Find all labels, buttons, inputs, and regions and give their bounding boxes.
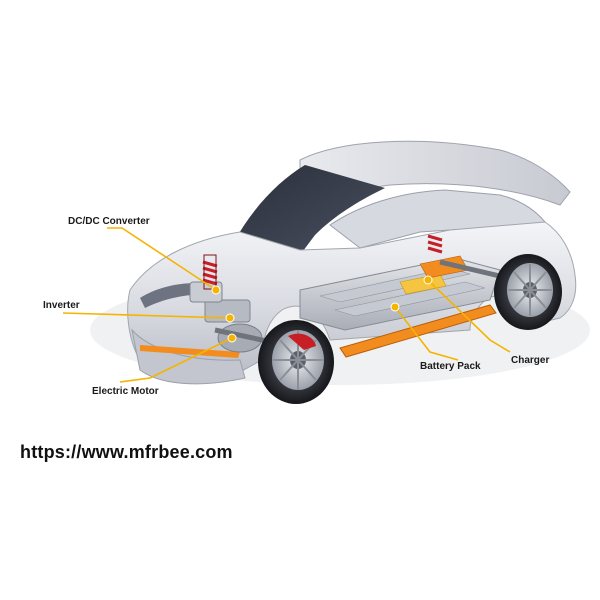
callout-dot-battery bbox=[390, 302, 400, 312]
front-sill bbox=[140, 345, 240, 358]
callout-lines bbox=[62, 227, 511, 383]
callout-line-inverter bbox=[62, 312, 231, 319]
callout-line-motor bbox=[119, 337, 233, 383]
callout-dot-charger bbox=[423, 275, 433, 285]
callout-dot-inverter bbox=[225, 313, 235, 323]
label-battery-pack: Battery Pack bbox=[420, 361, 481, 372]
inverter-unit bbox=[204, 299, 251, 323]
watermark-url: https://www.mfrbee.com bbox=[20, 442, 233, 462]
callout-line-battery bbox=[394, 306, 459, 361]
callout-line-charger bbox=[427, 279, 511, 353]
callout-dots bbox=[211, 275, 433, 343]
side-sill bbox=[339, 304, 497, 358]
label-inverter: Inverter bbox=[43, 300, 80, 311]
callout-dot-motor bbox=[227, 333, 237, 343]
front-spring bbox=[202, 254, 218, 290]
label-electric-motor: Electric Motor bbox=[92, 386, 159, 397]
callout-line-dcdc bbox=[107, 227, 217, 291]
rear-wheel bbox=[494, 254, 562, 330]
windshield bbox=[235, 165, 385, 255]
label-charger: Charger bbox=[511, 355, 550, 366]
battery-module-row-2 bbox=[334, 281, 486, 317]
front-wheel bbox=[258, 320, 334, 404]
label-dcdc-converter: DC/DC Converter bbox=[68, 216, 150, 227]
rear-left-spring bbox=[427, 234, 443, 254]
callout-dot-dcdc bbox=[211, 285, 221, 295]
